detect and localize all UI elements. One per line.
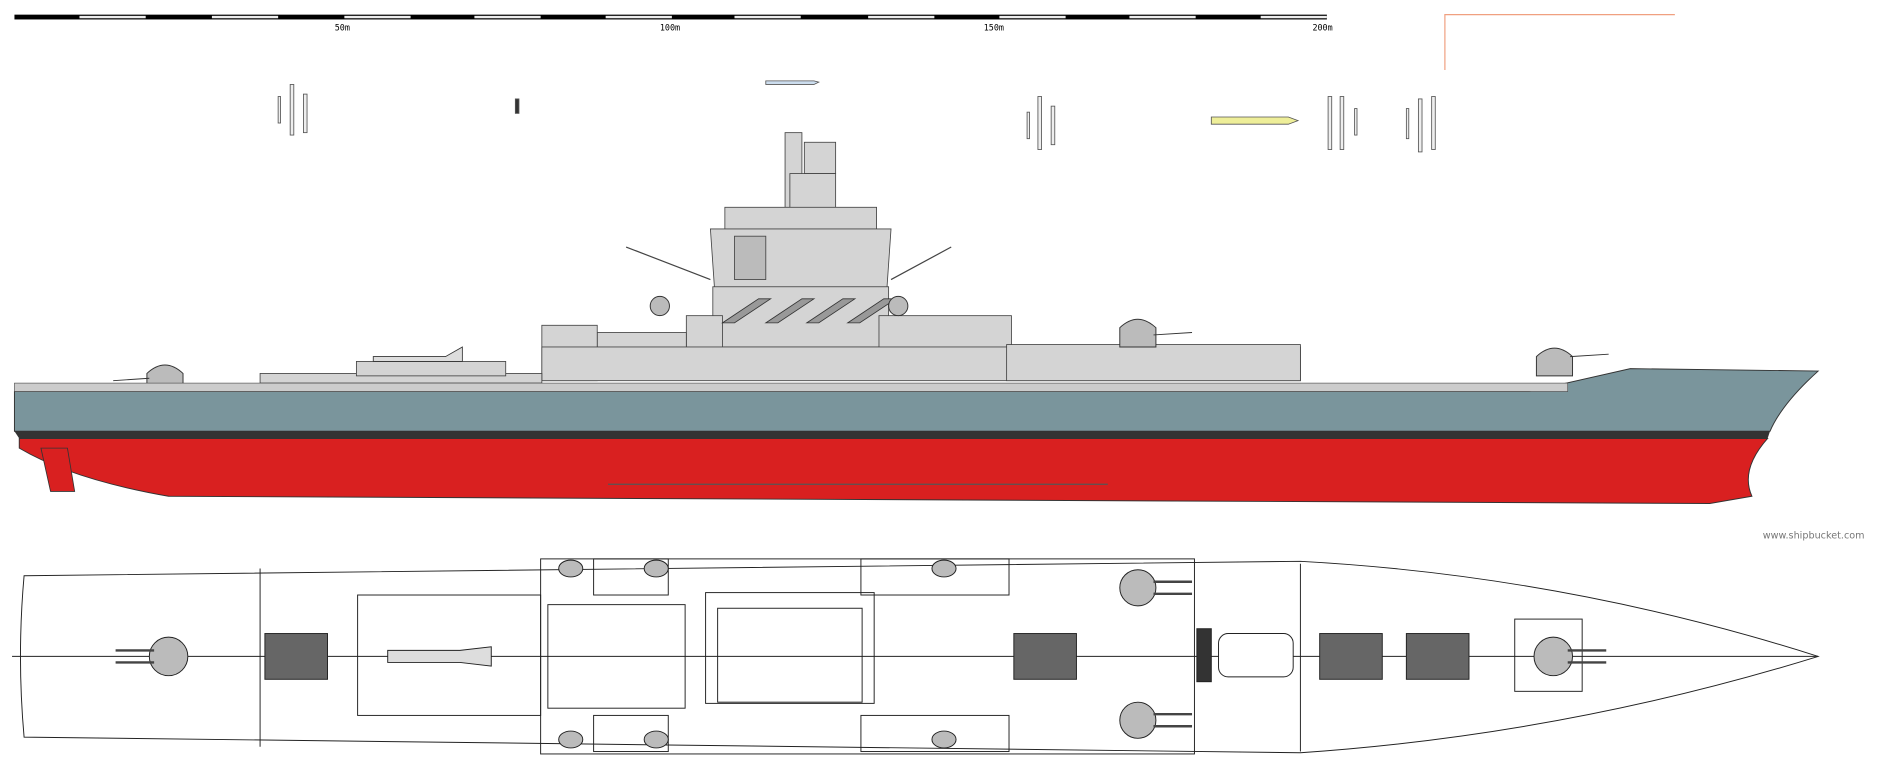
boat-plan (1218, 633, 1294, 678)
helicopter-plan (387, 646, 492, 667)
weapons-display (277, 80, 1436, 153)
watermark: www.shipbucket.com (1763, 530, 1865, 541)
missile-launchers (721, 298, 898, 324)
scale-label-200: 200m (1312, 22, 1332, 32)
scale-label-100: 100m (660, 22, 680, 32)
superstructure (259, 132, 1301, 384)
scale-label-150: 150m (984, 22, 1004, 32)
guide-line (1444, 14, 1675, 71)
gun-turrets (113, 295, 1609, 396)
helicopter-profile (372, 346, 463, 362)
hull-upper (13, 368, 1820, 432)
scale-label-50: 50m (335, 22, 350, 32)
plan-view (12, 558, 1820, 755)
profile-view (13, 132, 1820, 504)
turrets-plan (148, 559, 1574, 749)
scale-bar: 50m 100m 150m 200m (14, 14, 1333, 32)
launcher-plan (1196, 628, 1212, 683)
vls-cells (264, 633, 1470, 680)
gun-barrels-plan (115, 580, 1607, 728)
deck-rail (14, 382, 1569, 392)
rudder (40, 447, 76, 492)
boot-topping (14, 431, 1771, 439)
hull-lower (18, 437, 1769, 504)
